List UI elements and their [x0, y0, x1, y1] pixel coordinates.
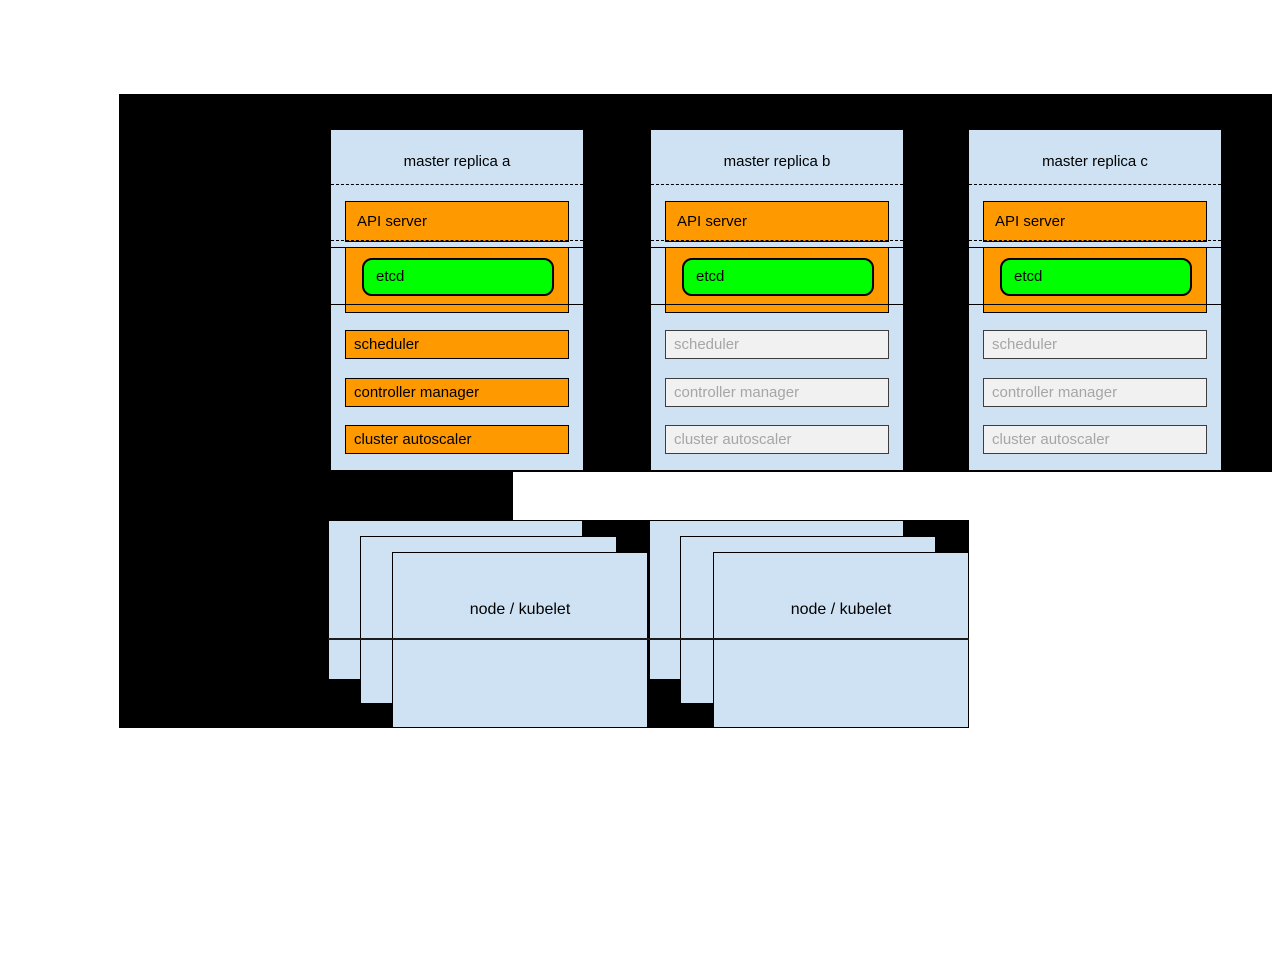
cluster-autoscaler-box-inactive: cluster autoscaler: [983, 425, 1207, 454]
controller-manager-box-inactive: controller manager: [983, 378, 1207, 407]
scheduler-box-inactive: scheduler: [665, 330, 889, 359]
cluster-autoscaler-box: cluster autoscaler: [345, 425, 569, 454]
zone-divider-dashed: [651, 240, 903, 241]
master-replica-c-box: master replica c API server etcd schedul…: [968, 129, 1222, 471]
zone-divider-dashed: [651, 184, 903, 185]
node-box-front: node / kubelet: [713, 552, 969, 728]
node-kubelet-label: node / kubelet: [790, 601, 892, 618]
etcd-host-box: etcd: [345, 247, 569, 313]
controller-manager-box-inactive: controller manager: [665, 378, 889, 407]
zone-divider-line: [969, 304, 1221, 305]
cluster-autoscaler-box-inactive: cluster autoscaler: [665, 425, 889, 454]
master-replica-b-box: master replica b API server etcd schedul…: [650, 129, 904, 471]
etcd-host-box: etcd: [983, 247, 1207, 313]
api-server-box: API server: [983, 201, 1207, 242]
replica-title: master replica c: [1042, 153, 1148, 170]
zone-divider-dashed: [969, 184, 1221, 185]
master-replica-a-box: master replica a API server etcd schedul…: [330, 129, 584, 471]
backdrop-left-band: [119, 472, 513, 520]
node-section-divider-line: [328, 638, 969, 640]
replica-title: master replica a: [403, 153, 511, 170]
api-server-box: API server: [345, 201, 569, 242]
etcd-box: etcd: [362, 258, 554, 296]
zone-divider-dashed: [331, 184, 583, 185]
replica-title: master replica b: [723, 153, 831, 170]
zone-divider-line: [331, 304, 583, 305]
scheduler-box: scheduler: [345, 330, 569, 359]
etcd-box: etcd: [1000, 258, 1192, 296]
api-server-box: API server: [665, 201, 889, 242]
node-box-front: node / kubelet: [392, 552, 648, 728]
etcd-box: etcd: [682, 258, 874, 296]
node-kubelet-label: node / kubelet: [469, 601, 571, 618]
etcd-host-box: etcd: [665, 247, 889, 313]
zone-divider-dashed: [969, 240, 1221, 241]
zone-divider-dashed: [331, 240, 583, 241]
controller-manager-box: controller manager: [345, 378, 569, 407]
zone-divider-line: [651, 304, 903, 305]
scheduler-box-inactive: scheduler: [983, 330, 1207, 359]
